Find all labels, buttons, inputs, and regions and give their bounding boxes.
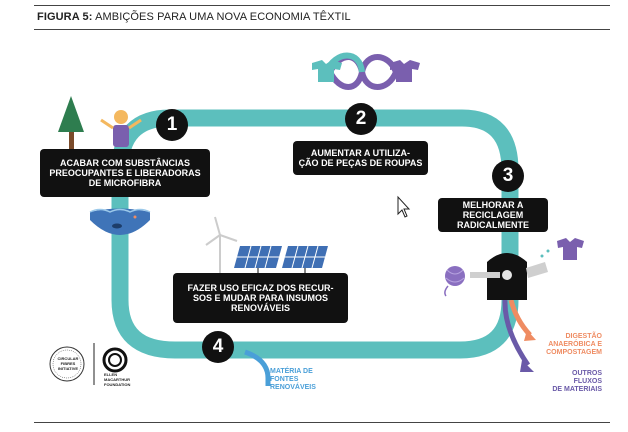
left-logo-line-2: FIBRES — [60, 361, 76, 366]
left-logo-text: CIRCULAR FIBRES INITIATIVE — [57, 356, 79, 371]
left-logo-line-3: INITIATIVE — [57, 366, 79, 371]
renewable-line-2: FONTES — [270, 376, 299, 383]
wind-turbine-icon — [205, 216, 238, 275]
other-line-3: DE MATERIAIS — [552, 386, 602, 393]
step-2-label-line-2: ÇÃO DE PEÇAS DE ROUPAS — [298, 158, 423, 168]
left-logo-line-1: CIRCULAR — [57, 356, 79, 361]
right-logo-text: ELLEN MACARTHUR FOUNDATION — [104, 372, 130, 387]
step-3-label-line-1: MELHORAR A RECICLAGEM — [462, 200, 524, 220]
figure-title-prefix: FIGURA 5: — [37, 11, 93, 23]
step-1-label: ACABAR COM SUBSTÂNCIAS PREOCUPANTES E LI… — [40, 149, 210, 197]
recycling-machine-icon — [470, 253, 548, 300]
step-4-label-line-1: FAZER USO EFICAZ DOS RECUR- — [187, 283, 334, 293]
other-line-1: OUTROS — [572, 370, 602, 377]
step-4-label-line-3: RENOVÁVEIS — [230, 303, 290, 313]
step-1-label-line-3: DE MICROFIBRA — [88, 178, 162, 188]
renewable-output-label: MATÉRIA DE FONTES RENOVÁVEIS — [270, 368, 316, 392]
step-2-label-line-1: AUMENTAR A UTILIZA- — [310, 148, 411, 158]
mouse-cursor-icon — [397, 195, 411, 218]
person-icon — [100, 110, 142, 147]
renewable-line-3: RENOVÁVEIS — [270, 384, 316, 391]
renewable-flow — [244, 349, 271, 386]
anaerobic-line-1: DIGESTÃO — [565, 333, 602, 340]
figure-title-text: AMBIÇÕES PARA UMA NOVA ECONOMIA TÊXTIL — [95, 11, 351, 23]
step-1-badge: 1 — [156, 109, 188, 141]
other-output-label: OUTROS FLUXOS DE MATERIAIS — [528, 370, 602, 394]
right-logo-line-1: ELLEN — [104, 372, 118, 377]
right-logo-line-2: MACARTHUR — [104, 377, 130, 382]
top-rule — [34, 5, 610, 6]
step-1-label-line-1: ACABAR COM SUBSTÂNCIAS — [59, 158, 190, 168]
shirt-icon — [540, 238, 584, 260]
right-logo-line-3: FOUNDATION — [104, 382, 131, 387]
step-3-label-line-2: RADICALMENTE — [457, 220, 529, 230]
solar-panel-icon — [234, 245, 328, 276]
step-4-badge: 4 — [202, 331, 234, 363]
step-4-label-line-2: SOS E MUDAR PARA INSUMOS — [192, 293, 328, 303]
title-rule — [34, 29, 610, 30]
bottom-rule — [34, 422, 610, 423]
anaerobic-output-label: DIGESTÃO ANAERÓBICA E COMPOSTAGEM — [528, 333, 602, 357]
step-2-badge: 2 — [345, 103, 377, 135]
renewable-line-1: MATÉRIA DE — [270, 368, 313, 375]
yarn-ball-icon — [444, 266, 465, 297]
tree-icon — [58, 96, 84, 150]
step-2-label: AUMENTAR A UTILIZA- ÇÃO DE PEÇAS DE ROUP… — [293, 141, 428, 175]
water-fish-icon — [89, 208, 151, 235]
ellen-macarthur-logo — [102, 347, 128, 373]
step-3-badge: 3 — [492, 160, 524, 192]
step-4-label: FAZER USO EFICAZ DOS RECUR- SOS E MUDAR … — [173, 273, 348, 323]
anaerobic-line-2: ANAERÓBICA E — [548, 341, 602, 348]
other-flow — [502, 299, 531, 367]
infinity-shirts-icon — [312, 52, 420, 90]
step-1-label-line-2: PREOCUPANTES E LIBERADORAS — [49, 168, 201, 178]
step-3-label: MELHORAR A RECICLAGEM RADICALMENTE — [438, 198, 548, 232]
other-line-2: FLUXOS — [573, 378, 602, 385]
figure-title: FIGURA 5: AMBIÇÕES PARA UMA NOVA ECONOMI… — [37, 11, 351, 23]
anaerobic-line-3: COMPOSTAGEM — [546, 349, 602, 356]
circular-fibres-logo — [49, 346, 85, 382]
cycle-loop — [111, 109, 519, 359]
